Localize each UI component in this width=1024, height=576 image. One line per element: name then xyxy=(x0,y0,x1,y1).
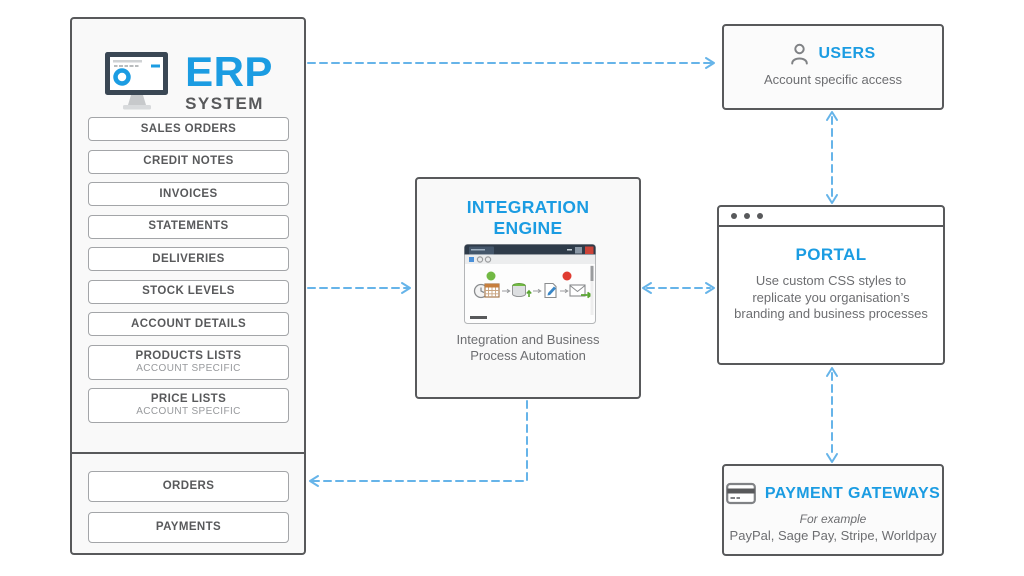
erp-item-deliveries: DELIVERIES xyxy=(88,247,289,271)
erp-item-label: STATEMENTS xyxy=(148,220,229,232)
integration-title-text: INTEGRATION ENGINE xyxy=(466,197,590,238)
erp-item-stock-levels: STOCK LEVELS xyxy=(88,279,289,304)
erp-item-label: PRODUCTS LISTS xyxy=(135,349,242,362)
erp-item-label: INVOICES xyxy=(159,187,218,200)
erp-item-statements: STATEMENTS xyxy=(88,214,289,239)
portal-browser-bar xyxy=(719,207,943,227)
browser-dot-icon xyxy=(731,213,737,219)
erp-item-label: PRICE LISTS xyxy=(150,393,227,405)
users-box: USERS Account specific access xyxy=(722,24,944,110)
erp-item-products-lists: PRODUCTS LISTS ACCOUNT SPECIFIC xyxy=(88,344,289,380)
users-title-row: USERS xyxy=(724,43,942,65)
arrow-users-portal-bidirectional xyxy=(826,111,838,204)
credit-card-icon xyxy=(725,482,756,505)
arrow-integration-portal-bidirectional xyxy=(642,282,715,294)
erp-header: ERP SYSTEM xyxy=(72,39,304,127)
erp-item-price-lists: PRICE LISTS ACCOUNT SPECIFIC xyxy=(88,388,289,423)
erp-item-label: ORDERS xyxy=(162,480,215,492)
payments-example-label: For example xyxy=(799,512,867,526)
erp-item-label: ACCOUNT DETAILS xyxy=(130,317,247,330)
portal-title: PORTAL xyxy=(795,245,867,264)
arrow-portal-payments-bidirectional xyxy=(826,367,838,463)
arrow-erp-to-users xyxy=(307,57,715,69)
browser-dot-icon xyxy=(757,213,763,219)
erp-title: ERP xyxy=(185,48,273,95)
erp-item-sublabel: ACCOUNT SPECIFIC xyxy=(136,406,241,417)
integration-engine-box: INTEGRATION ENGINE xyxy=(415,177,641,399)
arrow-erp-to-integration xyxy=(307,282,411,294)
portal-box: PORTAL Use custom CSS styles to replicat… xyxy=(717,205,945,365)
erp-item-credit-notes: CREDIT NOTES xyxy=(88,149,289,174)
erp-system-box: ERP SYSTEM SALES ORDERS CREDIT NOTES INV… xyxy=(70,17,306,555)
arrow-integration-to-orders xyxy=(309,400,528,487)
erp-section-divider xyxy=(72,452,304,454)
erp-item-sales-orders: SALES ORDERS xyxy=(88,117,289,141)
person-icon xyxy=(791,43,809,65)
erp-item-label: DELIVERIES xyxy=(152,252,225,265)
monitor-icon xyxy=(105,51,169,109)
portal-caption-text: Use custom CSS styles to replicate you o… xyxy=(734,273,928,321)
integration-caption-text: Integration and Business Process Automat… xyxy=(456,332,600,363)
erp-item-payments: PAYMENTS xyxy=(88,512,289,543)
erp-bottom-list: ORDERS PAYMENTS xyxy=(88,471,289,553)
erp-item-label: SALES ORDERS xyxy=(140,122,237,135)
erp-item-orders: ORDERS xyxy=(88,471,289,502)
erp-item-label: STOCK LEVELS xyxy=(142,285,235,297)
erp-item-label: CREDIT NOTES xyxy=(143,155,234,167)
payments-title: PAYMENT GATEWAYS xyxy=(764,484,941,502)
payment-gateways-box: PAYMENT GATEWAYS For example PayPal, Sag… xyxy=(722,464,944,556)
erp-item-account-details: ACCOUNT DETAILS xyxy=(88,312,289,336)
payments-providers: PayPal, Sage Pay, Stripe, Worldpay xyxy=(729,528,937,543)
browser-dot-icon xyxy=(744,213,750,219)
users-caption: Account specific access xyxy=(763,72,902,87)
workflow-window-graphic xyxy=(464,244,596,324)
integration-title: INTEGRATION ENGINE xyxy=(417,197,639,239)
users-title: USERS xyxy=(818,45,876,62)
erp-item-list: SALES ORDERS CREDIT NOTES INVOICES STATE… xyxy=(88,117,289,432)
erp-subtitle: SYSTEM xyxy=(185,94,264,113)
payments-title-row: PAYMENT GATEWAYS xyxy=(724,482,942,505)
erp-item-sublabel: ACCOUNT SPECIFIC xyxy=(136,362,241,374)
erp-item-label: PAYMENTS xyxy=(155,521,222,533)
erp-item-invoices: INVOICES xyxy=(88,182,289,206)
portal-caption: Use custom CSS styles to replicate you o… xyxy=(719,273,943,323)
integration-caption: Integration and Business Process Automat… xyxy=(417,332,639,364)
